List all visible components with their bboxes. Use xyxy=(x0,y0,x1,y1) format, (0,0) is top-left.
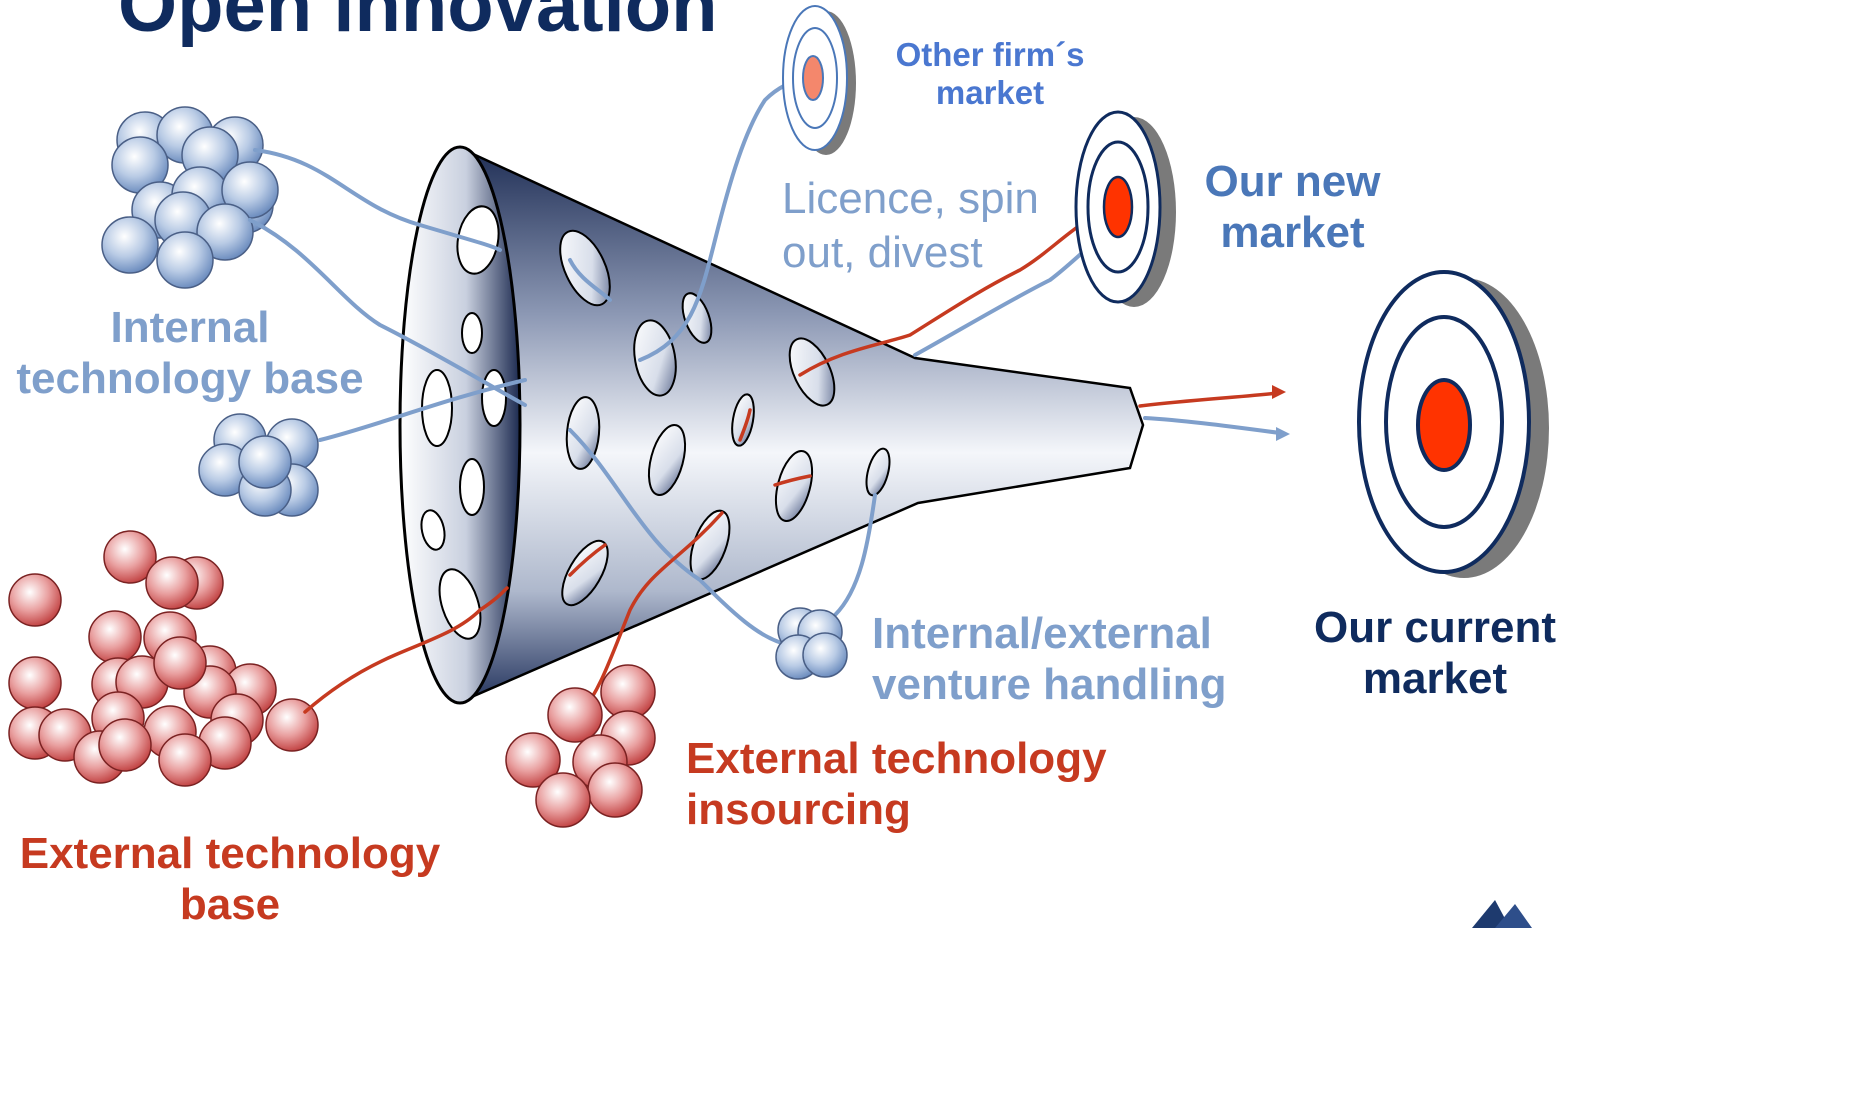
internal-cluster-small xyxy=(198,413,319,517)
label-our-new-market: Our new market xyxy=(1204,157,1381,258)
internal-technology-base-cluster xyxy=(101,106,279,289)
target-icon-new-market xyxy=(1074,110,1176,307)
label-external-technology-base: External technology base xyxy=(19,829,441,930)
label-internal-technology-base: Internal technology base xyxy=(16,303,364,404)
page-title: Open innovation xyxy=(118,0,718,48)
target-icon-current-market xyxy=(1357,270,1549,578)
label-venture-handling: Internal/external venture handling xyxy=(872,609,1227,710)
funnel-icon xyxy=(398,145,1145,705)
target-icon-other-market xyxy=(782,5,856,155)
external-technology-base-cluster xyxy=(8,530,319,787)
venture-cluster xyxy=(775,607,848,680)
external-insourcing-cluster xyxy=(505,664,656,828)
logo-icon xyxy=(1472,900,1532,928)
label-external-technology-insourcing: External technology insourcing xyxy=(686,734,1107,835)
label-licence-spin-out: Licence, spin out, divest xyxy=(782,174,1039,277)
label-our-current-market: Our current market xyxy=(1313,603,1557,704)
label-other-firms-market: Other firm´s market xyxy=(895,36,1085,112)
external-flow-lines xyxy=(303,208,1280,717)
